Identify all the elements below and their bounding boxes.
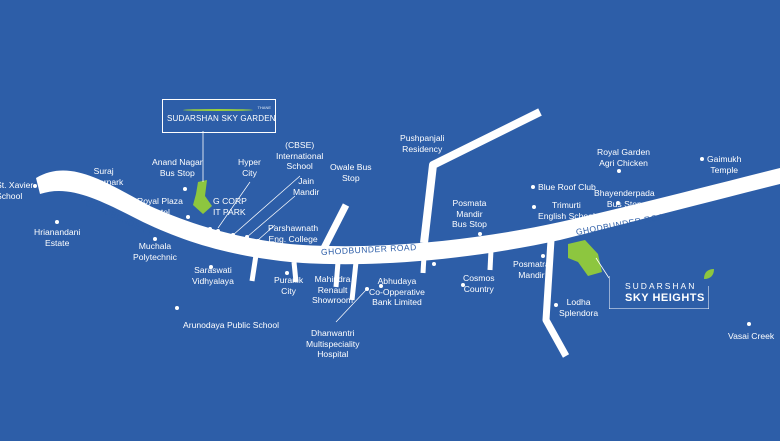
sky-garden-name: SUDARSHAN SKY GARDEN xyxy=(167,114,276,123)
label-pushpanjali: Pushpanjali Residency xyxy=(400,133,445,154)
sky-garden-callout[interactable]: THANE SUDARSHAN SKY GARDEN xyxy=(162,99,276,133)
label-muchala: Muchala Polytechnic xyxy=(133,241,177,262)
label-abhudaya: Abhudaya Co-Opperative Bank Limited xyxy=(369,276,425,307)
label-cbse: (CBSE) International School xyxy=(276,140,324,171)
marker-lodha xyxy=(554,303,558,307)
label-dhanwantri: Dhanwantri Multispeciality Hospital xyxy=(306,328,360,359)
marker-cbse xyxy=(231,233,235,237)
stub-saraswati xyxy=(249,254,259,282)
marker-muchala xyxy=(153,237,157,241)
sky-heights-plot xyxy=(568,240,602,276)
pushpanjali-road xyxy=(420,108,542,244)
marker-bhayenderpada xyxy=(616,201,620,205)
label-saraswati: Saraswati Vidhyalaya xyxy=(192,265,234,286)
label-royal-plaza: Royal Plaza Hotel xyxy=(137,196,183,217)
ghodbunder-road xyxy=(36,168,780,265)
marker-royal-plaza xyxy=(186,215,190,219)
marker-gaimukh xyxy=(700,157,704,161)
label-hyper-city: Hyper City xyxy=(238,157,261,178)
dhanwantri-leader xyxy=(335,289,367,323)
label-suraj: Suraj Waterpark xyxy=(84,166,124,187)
label-blue-roof: Blue Roof Club xyxy=(538,182,596,192)
label-arunodaya: Arunodaya Public School xyxy=(183,320,280,330)
sky-heights-name: SKY HEIGHTS xyxy=(625,292,705,304)
label-jain: Jain Mandir xyxy=(293,176,320,197)
leaf-icon xyxy=(704,269,714,279)
marker-abhudaya xyxy=(379,284,383,288)
label-puranik: Puranik City xyxy=(274,275,304,296)
label-gaimukh: Gaimukh Temple xyxy=(707,154,742,175)
label-anand-nagar: Anand Nagar Bus Stop xyxy=(152,157,203,178)
stub-abhudaya xyxy=(420,255,427,274)
marker-hrianandani xyxy=(55,220,59,224)
stub-mahindra xyxy=(333,261,341,288)
marker-suraj xyxy=(107,191,111,195)
sky-heights-leader xyxy=(595,257,610,279)
hyper-city-leader xyxy=(217,181,251,229)
sky-heights-callout[interactable]: SUDARSHAN SKY HEIGHTS xyxy=(609,269,714,309)
marker-saraswati xyxy=(209,265,213,269)
sky-garden-swoosh xyxy=(183,109,253,111)
label-vasai: Vasai Creek xyxy=(728,331,775,341)
marker-st-xavier xyxy=(33,184,37,188)
stub-dhanwantri xyxy=(349,261,359,301)
jain-leader xyxy=(246,195,296,238)
marker-dhanwantri xyxy=(365,287,369,291)
label-royal-garden: Royal Garden Agri Chicken xyxy=(597,147,651,168)
marker-abhudaya-road xyxy=(432,262,436,266)
label-trimurti: Trimurti English School xyxy=(538,200,595,221)
label-cosmos: Cosmos Country xyxy=(463,273,495,294)
label-parshawnath: Parshawnath Eng. College xyxy=(268,223,319,244)
owale-road xyxy=(319,203,350,252)
label-hrianandani: Hrianandani Estate xyxy=(34,227,81,248)
marker-gcorp xyxy=(208,227,212,231)
stub-puranik xyxy=(291,261,299,283)
marker-jain xyxy=(245,235,249,239)
marker-puranik xyxy=(285,271,289,275)
label-owale: Owale Bus Stop xyxy=(330,162,372,183)
marker-posmatra xyxy=(541,254,545,258)
cbse-leader xyxy=(232,175,301,236)
marker-vasai xyxy=(747,322,751,326)
label-posmata-bus: Posmata Mandir Bus Stop xyxy=(452,198,487,229)
label-bhayenderpada: Bhayenderpada Bus Stop xyxy=(594,188,655,209)
label-mahindra: Mahindra Renault Showroom xyxy=(312,274,354,305)
marker-blue-roof xyxy=(531,185,535,189)
sky-heights-brand: SUDARSHAN xyxy=(625,281,697,291)
stub-cosmos xyxy=(487,249,494,271)
label-lodha: Lodha Splendora xyxy=(559,297,599,318)
parshawnath-leader xyxy=(257,224,276,241)
marker-anand-nagar xyxy=(183,187,187,191)
marker-posmata-bus xyxy=(478,232,482,236)
marker-hyper-city xyxy=(216,229,220,233)
marker-royal-garden xyxy=(617,169,621,173)
label-gcorp: G CORP IT PARK xyxy=(213,196,247,217)
label-posmatra: Posmatra Mandir xyxy=(513,259,550,280)
sky-garden-plot xyxy=(193,180,212,214)
marker-parshawnath xyxy=(256,239,260,243)
marker-trimurti xyxy=(532,205,536,209)
marker-cosmos xyxy=(461,283,465,287)
label-st-xavier: St. Xavier School xyxy=(0,180,34,201)
sky-garden-tagline: THANE xyxy=(257,105,271,110)
marker-arunodaya xyxy=(175,306,179,310)
lodha-road xyxy=(542,239,570,358)
